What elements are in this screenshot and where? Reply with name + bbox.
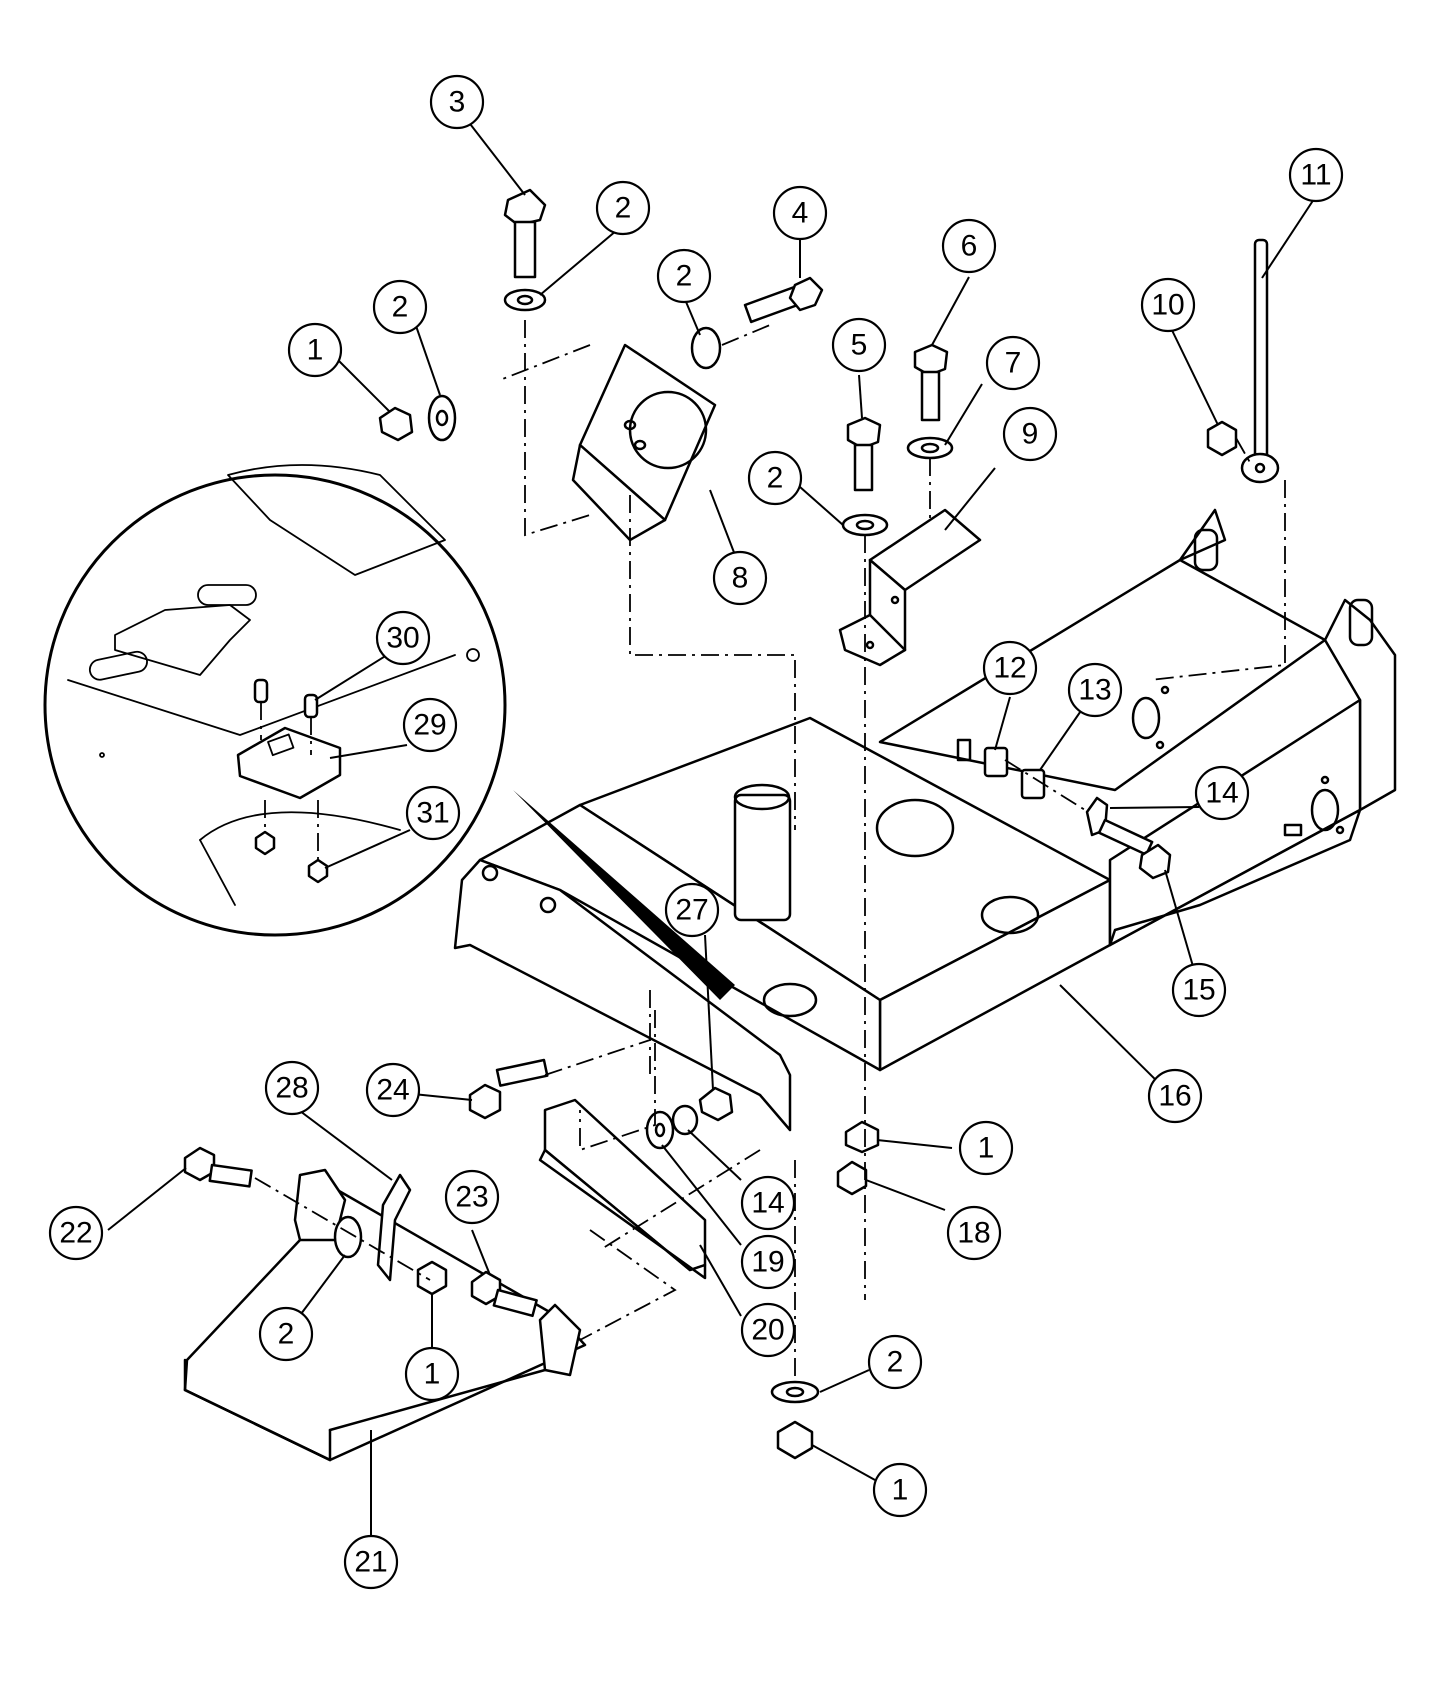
callout-4-label: 4 [792, 197, 809, 230]
callout-2: 2 [747, 450, 803, 506]
callout-1-label: 1 [978, 1132, 995, 1165]
callout-1-label: 1 [892, 1474, 909, 1507]
mount-bracket [571, 343, 717, 542]
callout-30: 30 [375, 610, 431, 666]
callout-1-label: 1 [424, 1358, 441, 1391]
callout-3-label: 3 [449, 86, 466, 119]
callout-16: 16 [1147, 1068, 1203, 1124]
callout-15: 15 [1171, 962, 1227, 1018]
callout-6-label: 6 [961, 230, 978, 263]
callout-14-label: 14 [751, 1187, 784, 1220]
callout-2: 2 [656, 248, 712, 304]
callout-23-label: 23 [455, 1181, 488, 1214]
callout-2-label: 2 [392, 291, 409, 324]
callout-2: 2 [258, 1306, 314, 1362]
callout-2-label: 2 [615, 192, 632, 225]
callout-12-label: 12 [993, 652, 1026, 685]
callout-13: 13 [1067, 662, 1123, 718]
callout-5-label: 5 [851, 329, 868, 362]
callout-1: 1 [958, 1120, 1014, 1176]
callout-14: 14 [740, 1175, 796, 1231]
deck-frame [453, 716, 1112, 1132]
assembly-lines [254, 320, 1286, 1380]
callout-24: 24 [365, 1062, 421, 1118]
callout-4: 4 [772, 185, 828, 241]
callout-23: 23 [444, 1169, 500, 1225]
callout-18-label: 18 [957, 1217, 990, 1250]
callout-8: 8 [712, 550, 768, 606]
callout-30-label: 30 [386, 622, 419, 655]
callout-31: 31 [405, 785, 461, 841]
foot-plate [183, 1168, 587, 1462]
plate [538, 1098, 707, 1280]
callout-9-label: 9 [1022, 418, 1039, 451]
callout-2: 2 [372, 279, 428, 335]
callout-31-label: 31 [416, 797, 449, 830]
callout-2-label: 2 [767, 462, 784, 495]
callout-16-label: 16 [1158, 1080, 1191, 1113]
callout-10-label: 10 [1151, 289, 1184, 322]
callout-2-label: 2 [676, 260, 693, 293]
callout-24-label: 24 [376, 1074, 409, 1107]
callout-7: 7 [985, 335, 1041, 391]
callout-22: 22 [48, 1205, 104, 1261]
callout-22-label: 22 [59, 1217, 92, 1250]
callout-1: 1 [287, 322, 343, 378]
callout-2: 2 [867, 1334, 923, 1390]
callout-7-label: 7 [1005, 347, 1022, 380]
callout-2-label: 2 [278, 1318, 295, 1351]
callout-13-label: 13 [1078, 674, 1111, 707]
callout-2: 2 [595, 180, 651, 236]
callout-1: 1 [404, 1346, 460, 1402]
callout-19: 19 [740, 1234, 796, 1290]
callout-2-label: 2 [887, 1346, 904, 1379]
callout-29-label: 29 [413, 709, 446, 742]
callout-27-label: 27 [675, 894, 708, 927]
callout-6: 6 [941, 218, 997, 274]
callout-5: 5 [831, 317, 887, 373]
callout-12: 12 [982, 640, 1038, 696]
callout-19-label: 19 [751, 1246, 784, 1279]
callout-28-label: 28 [275, 1072, 308, 1105]
leader-lines [107, 106, 1317, 1536]
callout-20-label: 20 [751, 1314, 784, 1347]
callout-21: 21 [343, 1534, 399, 1590]
callout-14-label: 14 [1205, 777, 1238, 810]
detail-inset [43, 464, 735, 1000]
callout-28: 28 [264, 1060, 320, 1116]
callout-3: 3 [429, 74, 485, 130]
callout-1-label: 1 [307, 334, 324, 367]
callout-11: 11 [1288, 147, 1344, 203]
callout-20: 20 [740, 1302, 796, 1358]
callout-10: 10 [1140, 277, 1196, 333]
callout-15-label: 15 [1182, 974, 1215, 1007]
callout-14: 14 [1194, 765, 1250, 821]
callout-29: 29 [402, 697, 458, 753]
callout-21-label: 21 [354, 1546, 387, 1579]
callout-8-label: 8 [732, 562, 749, 595]
callout-11-label: 11 [1300, 159, 1331, 192]
callout-27: 27 [664, 882, 720, 938]
callout-1: 1 [872, 1462, 928, 1518]
callout-9: 9 [1002, 406, 1058, 462]
callout-18: 18 [946, 1205, 1002, 1261]
